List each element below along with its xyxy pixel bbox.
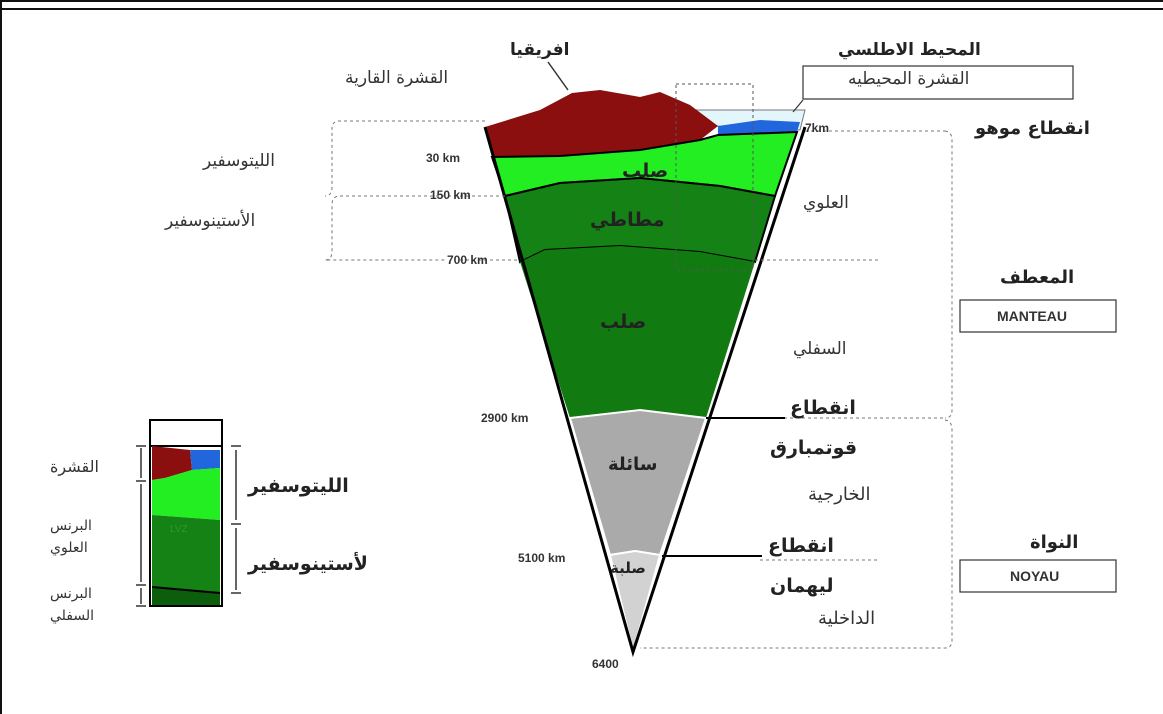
depth-5100: 5100 km [518,551,565,565]
inset-label-crust: القشرة [50,457,99,477]
inset-continental-crust [152,446,192,480]
label-core-ar: النواة [1030,532,1078,553]
inset-lvz-label: LVZ [170,524,188,535]
oceanic-crust-layer [718,120,800,135]
inset-lithospheric-mantle [152,468,220,520]
label-mantle-fr: MANTEAU [997,308,1067,324]
label-upper: العلوي [803,193,849,213]
label-lehmann-2: ليهمان [770,575,834,597]
diagram-labels: افريقيا القشرة القارية المحيط الاطلسي ال… [164,40,1117,671]
inset-oceanic-crust [190,450,220,470]
continental-crust-layer [485,90,718,157]
africa-pointer [547,61,569,91]
guide-lines [324,120,953,649]
asthenosphere-bracket [324,195,505,261]
depth-150: 150 km [430,188,471,202]
label-solid-core: صلبة [610,559,646,577]
depth-30: 30 km [426,151,460,165]
outer-core-layer [568,408,708,557]
depth-7: 7km [805,121,829,135]
label-rigid-top: صلب [622,160,668,182]
lithosphere-bracket [324,120,485,197]
core-box [959,559,1117,593]
label-liquid: سائلة [608,454,657,475]
inset-label-lower-mantle-1: البرنس [50,586,92,602]
label-mantle-ar: المعطف [1000,267,1074,288]
label-lithosphere: الليتوسفير [202,151,275,171]
depth-6400: 6400 [592,657,619,671]
mantle-bracket [944,130,953,419]
lower-mantle-layer [520,246,755,418]
inset-left-arrows [136,445,146,607]
zoom-focus-rectangle [675,83,754,271]
inset-boundary-line [151,586,221,594]
label-lower: السفلي [793,339,846,359]
label-moho: انقطاع موهو [974,118,1090,139]
label-oceanic-crust: القشرة المحيطيه [848,69,969,89]
label-rigid-lower: صلب [600,311,646,333]
label-asthenosphere: الأستينوسفير [164,210,255,231]
inset-right-arrows [231,445,241,594]
oceanic-crust-box [802,65,1074,100]
inset-label-lithosphere: الليتوسفير [247,475,349,497]
inset-label-upper-mantle-2: العلوي [50,540,88,556]
label-atlantic: المحيط الاطلسي [838,40,981,60]
mantle-box [959,299,1117,333]
atlantic-pointer [792,99,804,113]
inset-label-lower-mantle-2: السفلي [50,608,94,624]
label-gutenberg-2: قوتمبارق [770,437,857,459]
inset-top-white [149,419,223,447]
cone-outline [483,126,807,658]
earth-cone [483,61,807,658]
depth-700: 700 km [447,253,488,267]
top-border-line [0,8,1163,10]
inset-frame [149,419,223,607]
inset-label-upper-mantle-1: البرنس [50,518,92,534]
label-continental-crust: القشرة القارية [345,68,448,88]
inset-asthenosphere [152,515,220,593]
label-outer: الخارجية [808,484,871,505]
label-core-fr: NOYAU [1010,568,1059,584]
label-plastic: مطاطي [590,209,665,231]
inset-label-asthenosphere: لأستينوسفير [247,552,368,575]
label-inner: الداخلية [818,608,875,629]
inset-column: LVZ القشرة البرنس العلوي البرنس السفلي ا… [50,419,368,624]
label-gutenberg-1: انقطاع [790,397,856,419]
depth-2900: 2900 km [481,411,528,425]
core-bracket [640,419,953,649]
label-africa: افريقيا [510,40,569,60]
label-lehmann-1: انقطاع [768,535,834,557]
